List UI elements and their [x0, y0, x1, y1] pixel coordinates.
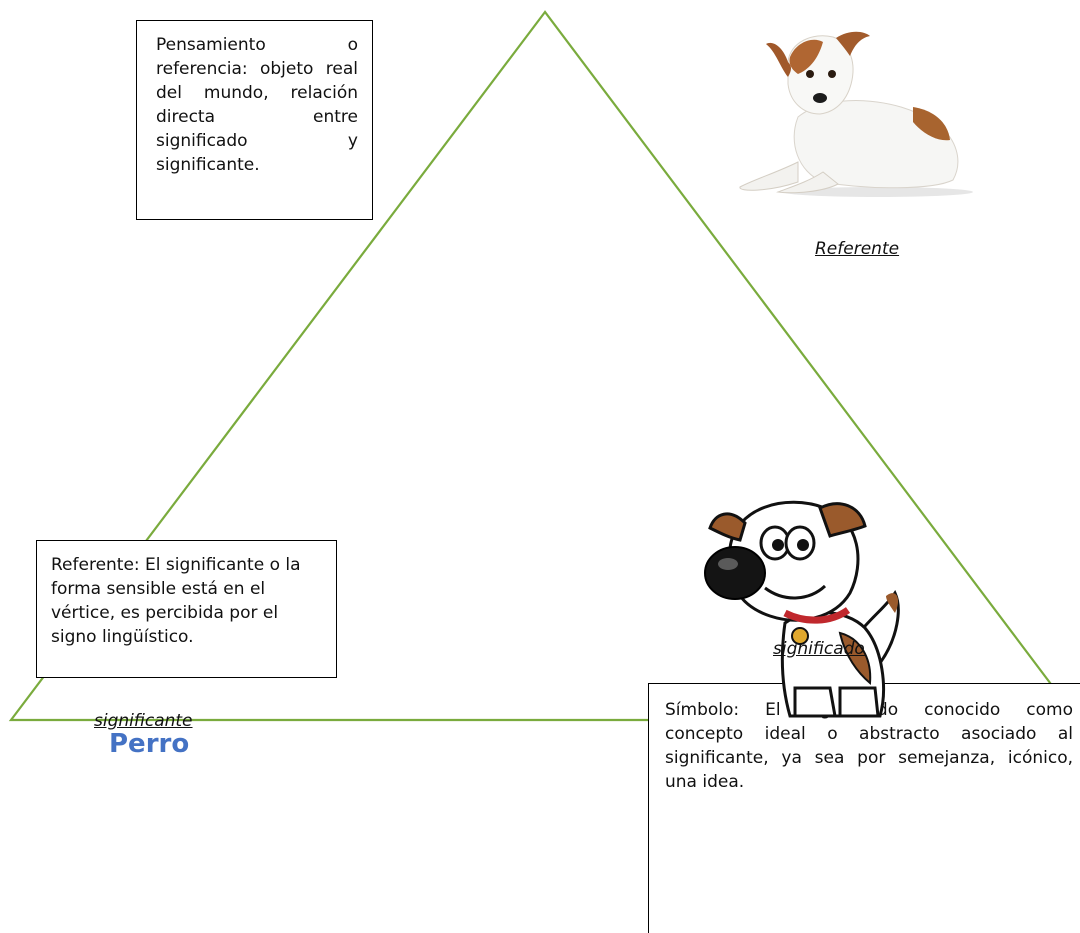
triangle-outline	[8, 10, 1080, 722]
simbolo-box: Símbolo: El significado conocido como co…	[648, 683, 1080, 933]
word-perro: Perro	[109, 729, 190, 759]
simbolo-text: Símbolo: El significado conocido como co…	[665, 700, 1073, 792]
referente-box: Referente: El significante o la forma se…	[36, 540, 337, 678]
photo-of-dog-icon	[739, 31, 973, 197]
cartoon-dog-icon	[704, 500, 900, 718]
caption-referente: Referente	[815, 239, 900, 259]
pensamiento-text: Pensamiento o referencia: objeto real de…	[156, 35, 358, 175]
pensamiento-box: Pensamiento o referencia: objeto real de…	[136, 20, 373, 220]
referente-text: Referente: El significante o la forma se…	[51, 555, 301, 647]
caption-significado: significado	[773, 639, 865, 659]
caption-significante: significante	[94, 711, 193, 731]
